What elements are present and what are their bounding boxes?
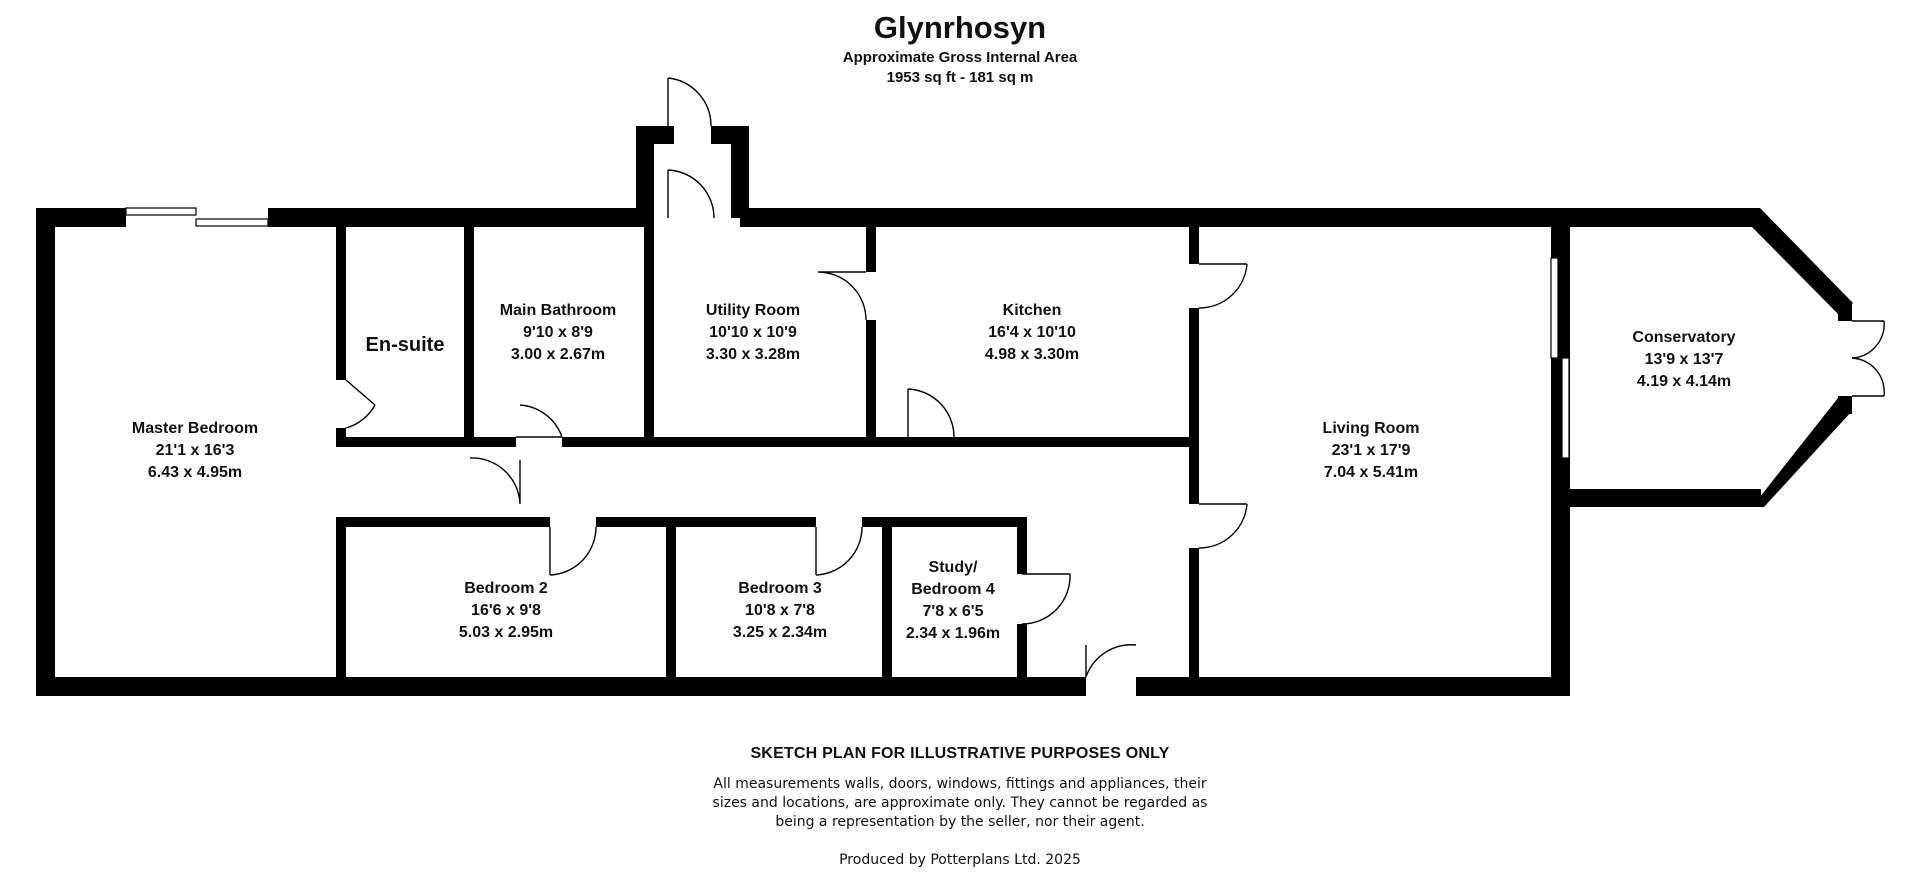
interior-walls bbox=[336, 220, 1199, 688]
room-imperial: 9'10 x 8'9 bbox=[523, 324, 593, 341]
producer-credit: Produced by Potterplans Ltd. 2025 bbox=[839, 852, 1081, 868]
room-name: Main Bathroom bbox=[499, 302, 617, 319]
room-metric: 3.00 x 2.67m bbox=[510, 346, 606, 363]
room-utility: Utility Room 10'10 x 10'9 3.30 x 3.28m bbox=[706, 300, 800, 366]
room-imperial: 10'10 x 10'9 bbox=[709, 324, 797, 341]
room-imperial: 7'8 x 6'5 bbox=[922, 603, 984, 620]
room-name: Conservatory bbox=[1632, 329, 1736, 346]
room-metric: 5.03 x 2.95m bbox=[458, 624, 554, 641]
room-metric: 3.30 x 3.28m bbox=[705, 346, 801, 363]
room-living: Living Room 23'1 x 17'9 7.04 x 5.41m bbox=[1323, 418, 1420, 484]
room-metric: 3.25 x 2.34m bbox=[732, 624, 828, 641]
room-name: Kitchen bbox=[1002, 302, 1062, 319]
room-ensuite: En-suite bbox=[366, 334, 445, 356]
room-name: Master Bedroom bbox=[131, 420, 259, 437]
room-kitchen: Kitchen 16'4 x 10'10 4.98 x 3.30m bbox=[985, 300, 1079, 366]
room-bedroom-3: Bedroom 3 10'8 x 7'8 3.25 x 2.34m bbox=[733, 578, 827, 644]
room-conservatory: Conservatory 13'9 x 13'7 4.19 x 4.14m bbox=[1632, 327, 1735, 393]
doors bbox=[345, 77, 1885, 678]
room-imperial: 16'6 x 9'8 bbox=[471, 602, 541, 619]
room-main-bathroom: Main Bathroom 9'10 x 8'9 3.00 x 2.67m bbox=[500, 300, 616, 366]
room-metric: 4.19 x 4.14m bbox=[1636, 373, 1732, 390]
disclaimer-line-3: being a representation by the seller, no… bbox=[775, 814, 1145, 830]
room-name: Utility Room bbox=[705, 302, 801, 319]
area-subtitle: Approximate Gross Internal Area bbox=[842, 49, 1078, 66]
gross-area: 1953 sq ft - 181 sq m bbox=[886, 69, 1034, 86]
room-imperial: 16'4 x 10'10 bbox=[988, 324, 1076, 341]
room-name-line1: Study/ bbox=[928, 559, 978, 576]
exterior-walls bbox=[36, 126, 1853, 696]
windows bbox=[125, 207, 1570, 459]
room-master-bedroom: Master Bedroom 21'1 x 16'3 6.43 x 4.95m bbox=[132, 418, 258, 484]
room-bedroom-2: Bedroom 2 16'6 x 9'8 5.03 x 2.95m bbox=[459, 578, 553, 644]
disclaimer-heading: SKETCH PLAN FOR ILLUSTRATIVE PURPOSES ON… bbox=[750, 745, 1170, 762]
room-metric: 2.34 x 1.96m bbox=[905, 625, 1001, 642]
room-imperial: 10'8 x 7'8 bbox=[745, 602, 815, 619]
room-imperial: 13'9 x 13'7 bbox=[1644, 351, 1724, 368]
room-metric: 4.98 x 3.30m bbox=[984, 346, 1080, 363]
room-study: Study/ Bedroom 4 7'8 x 6'5 2.34 x 1.96m bbox=[906, 557, 1000, 645]
room-metric: 7.04 x 5.41m bbox=[1323, 464, 1419, 481]
room-name: Bedroom 2 bbox=[464, 580, 548, 597]
room-metric: 6.43 x 4.95m bbox=[147, 464, 243, 481]
property-title: Glynrhosyn bbox=[873, 10, 1047, 45]
room-name: En-suite bbox=[365, 334, 445, 356]
room-imperial: 23'1 x 17'9 bbox=[1331, 442, 1411, 459]
disclaimer-line-1: All measurements walls, doors, windows, … bbox=[713, 776, 1207, 792]
room-name: Living Room bbox=[1322, 420, 1420, 437]
room-imperial: 21'1 x 16'3 bbox=[155, 442, 235, 459]
disclaimer-line-2: sizes and locations, are approximate onl… bbox=[712, 795, 1208, 811]
room-name-line2: Bedroom 4 bbox=[911, 581, 995, 598]
room-name: Bedroom 3 bbox=[738, 580, 822, 597]
